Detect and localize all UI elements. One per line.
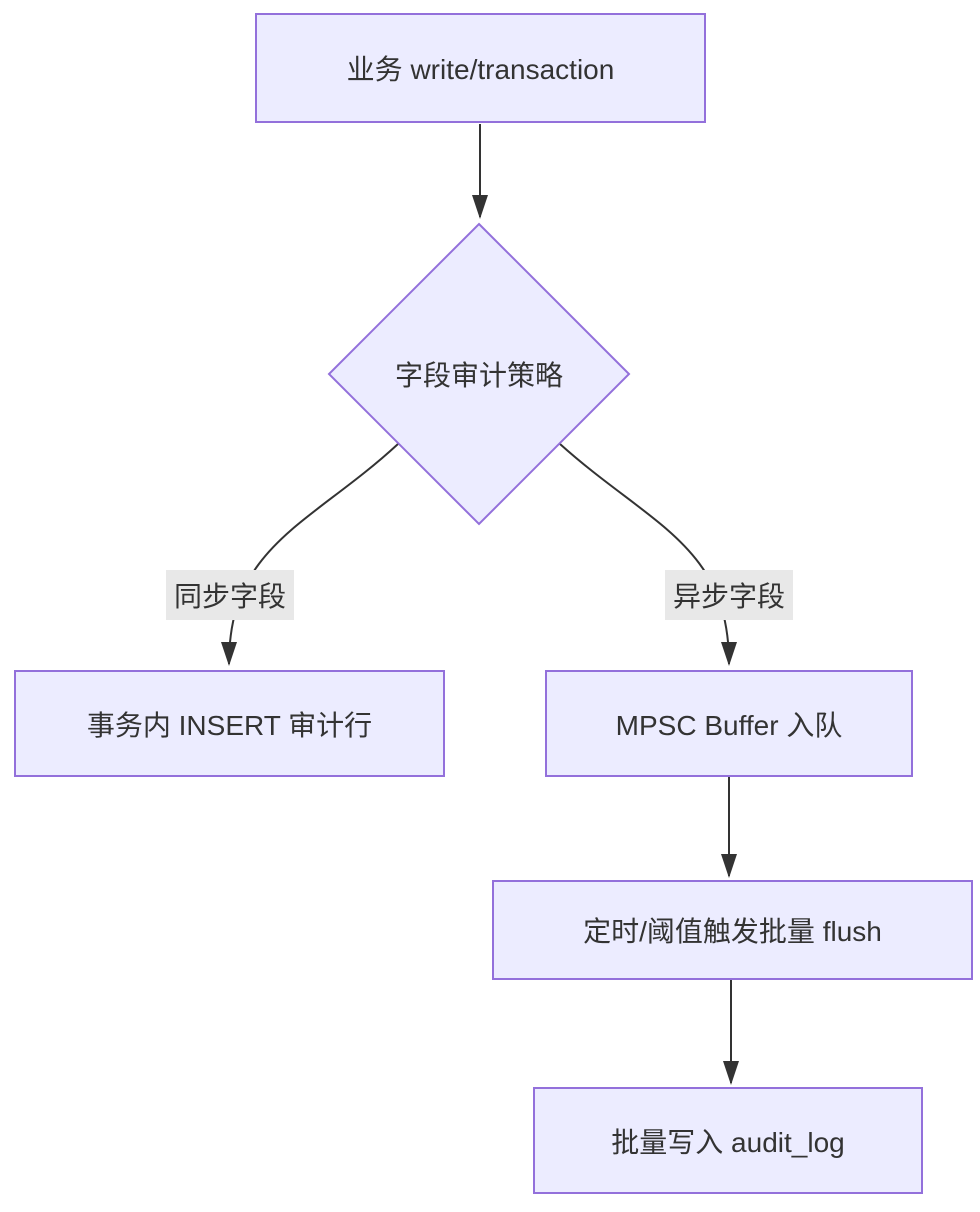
edge-decision-to-mpsc xyxy=(559,443,737,666)
node-business: 业务 write/transaction xyxy=(255,13,706,123)
node-mpsc-enqueue: MPSC Buffer 入队 xyxy=(545,670,913,777)
decision-diamond-shape xyxy=(327,222,631,526)
node-sync-insert: 事务内 INSERT 审计行 xyxy=(14,670,445,777)
edge-label-sync: 同步字段 xyxy=(165,570,295,620)
node-audit-write: 批量写入 audit_log xyxy=(533,1087,923,1194)
edge-decision-to-sync-insert xyxy=(221,443,399,666)
node-decision-label: 字段审计策略 xyxy=(394,360,564,391)
edge-label-async: 异步字段 xyxy=(664,570,794,620)
node-batch-flush: 定时/阈值触发批量 flush xyxy=(492,880,973,980)
